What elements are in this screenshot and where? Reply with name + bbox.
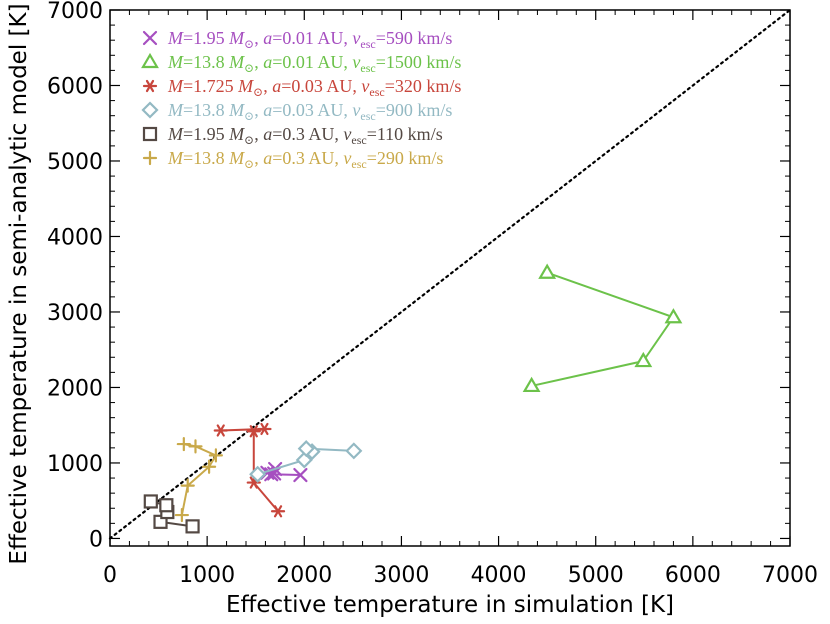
x-tick-label: 7000 [762, 563, 818, 588]
legend-entry: M=1.725 M⊙, a=0.03 AU, vesc=320 km/s [167, 76, 461, 99]
data-point [293, 467, 308, 483]
y-tick-label: 1000 [47, 452, 103, 477]
x-tick-label: 1000 [179, 563, 235, 588]
data-point [634, 351, 653, 368]
data-point [270, 505, 286, 518]
y-tick-label: 6000 [47, 74, 103, 99]
series-4 [249, 440, 363, 483]
data-point [176, 436, 191, 452]
legend-entry: M=1.95 M⊙, a=0.01 AU, vesc=590 km/s [167, 28, 452, 51]
x-axis-label: Effective temperature in simulation [K] [226, 592, 674, 618]
data-point [185, 519, 200, 534]
series-2 [522, 263, 683, 393]
y-tick-label: 7000 [47, 0, 103, 24]
x-tick-label: 5000 [568, 563, 624, 588]
legend-entry: M=13.8 M⊙, a=0.3 AU, vesc=290 km/s [167, 148, 443, 171]
tick-layer: 0 1000 2000 3000 4000 5000 6000 7000 0 1000 2000 30… [47, 0, 818, 588]
data-point [159, 498, 174, 513]
data-point [538, 263, 557, 279]
legend-marker [142, 150, 158, 166]
data-point [143, 494, 158, 509]
legend-marker [142, 79, 158, 93]
one-to-one-reference-line [108, 8, 792, 540]
legend-marker [142, 126, 158, 142]
legend-entry: M=1.95 M⊙, a=0.3 AU, vesc=110 km/s [167, 124, 443, 147]
y-axis-label: Effective temperature in semi-analytic m… [6, 3, 32, 564]
legend-marker [141, 52, 159, 69]
series-5 [143, 494, 200, 534]
series-layer [143, 263, 683, 534]
data-point [201, 459, 217, 474]
legend-entry: M=13.8 M⊙, a=0.01 AU, vesc=1500 km/s [167, 52, 461, 75]
x-tick-label: 2000 [276, 563, 332, 588]
data-point [246, 425, 261, 438]
x-tick-label: 4000 [471, 563, 527, 588]
data-point [522, 376, 541, 393]
y-tick-label: 2000 [47, 376, 103, 401]
data-point [188, 439, 203, 454]
legend-entry: M=13.8 M⊙, a=0.03 AU, vesc=900 km/s [167, 100, 452, 123]
data-point [180, 478, 195, 493]
legend-marker [142, 30, 158, 46]
data-point [213, 424, 228, 437]
y-tick-label: 4000 [47, 225, 103, 250]
y-tick-label: 0 [89, 527, 103, 552]
reference-line-layer [108, 8, 792, 540]
x-tick-label: 0 [103, 563, 117, 588]
data-point [208, 448, 223, 463]
x-tick-label: 6000 [665, 563, 721, 588]
y-tick-label: 5000 [47, 150, 103, 175]
legend: M=1.95 M⊙, a=0.01 AU, vesc=590 km/sM=13.… [141, 28, 461, 171]
x-tick-label: 3000 [373, 563, 429, 588]
y-tick-label: 3000 [47, 301, 103, 326]
data-point [345, 442, 363, 460]
data-point [664, 308, 683, 324]
data-point [174, 507, 189, 523]
legend-marker [141, 101, 159, 119]
data-point [257, 422, 272, 436]
data-point [249, 465, 267, 483]
data-point [295, 451, 313, 469]
data-point [297, 440, 315, 458]
series-3 [213, 422, 286, 518]
plot-frame [109, 9, 791, 547]
series-line [531, 271, 675, 387]
series-6 [174, 436, 223, 523]
